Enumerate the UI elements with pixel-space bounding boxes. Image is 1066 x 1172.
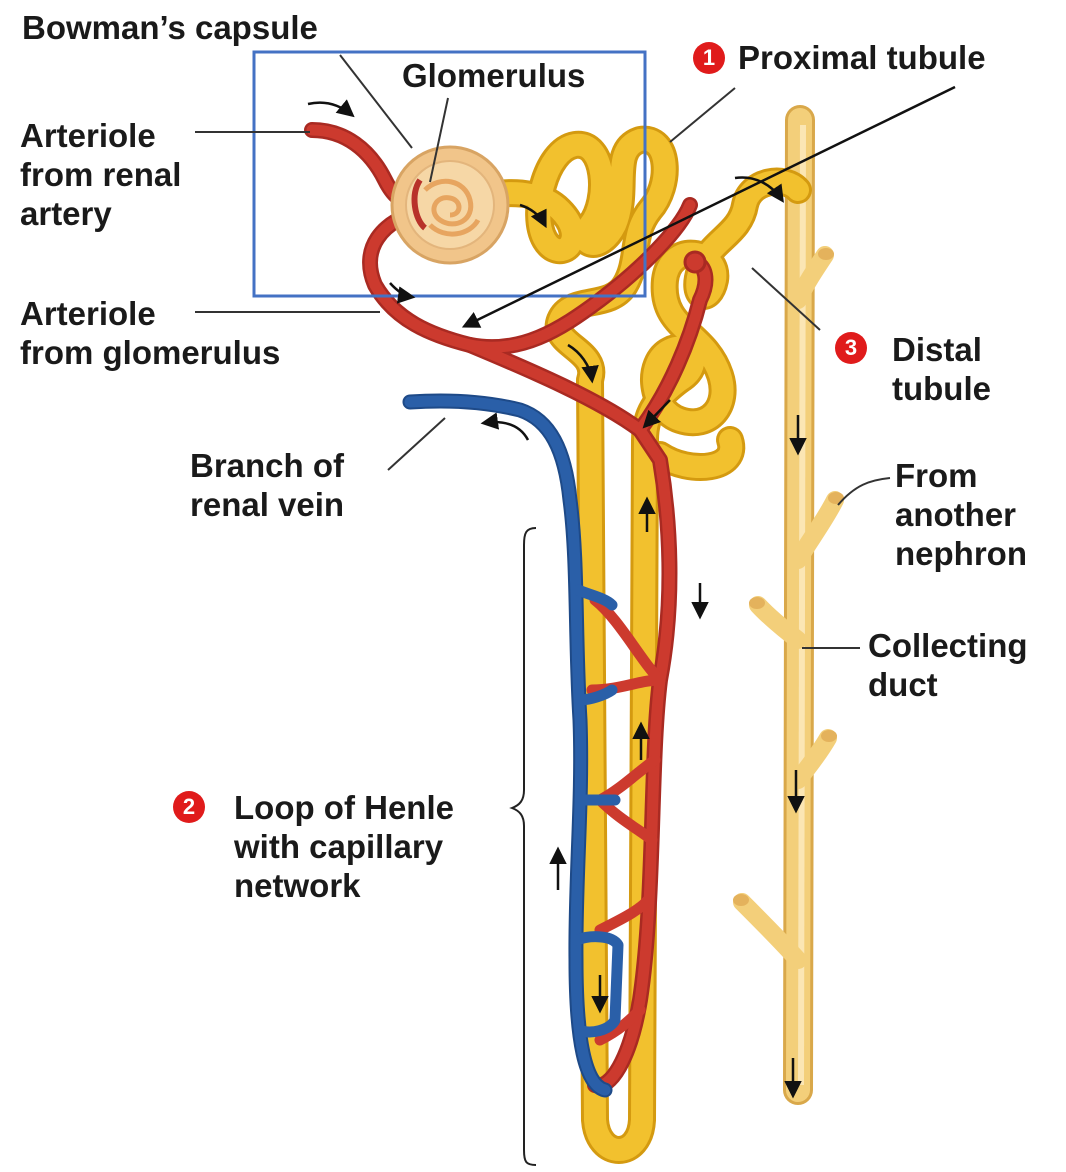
badge-loop: 2 (173, 791, 205, 823)
collecting-duct (733, 120, 844, 1090)
collecting-duct-label: Collecting duct (868, 626, 1028, 704)
loop-bracket (512, 528, 536, 1165)
badge-distal: 3 (835, 332, 867, 364)
bowmans-capsule-label: Bowman’s capsule (22, 8, 318, 47)
branch-renal-vein-label: Branch of renal vein (190, 446, 344, 524)
arteriole-glomerulus-label: Arteriole from glomerulus (20, 294, 280, 372)
from-another-nephron-label: From another nephron (895, 456, 1027, 573)
badge-proximal: 1 (693, 42, 725, 74)
distal-tubule-label: Distal tubule (892, 330, 991, 408)
bowmans-capsule-shape (392, 147, 508, 263)
loop-of-henle-label: Loop of Henle with capillary network (234, 788, 454, 905)
arteriole-renal-artery-label: Arteriole from renal artery (20, 116, 181, 233)
glomerulus-label: Glomerulus (402, 56, 585, 95)
proximal-tubule-label: Proximal tubule (738, 38, 986, 77)
